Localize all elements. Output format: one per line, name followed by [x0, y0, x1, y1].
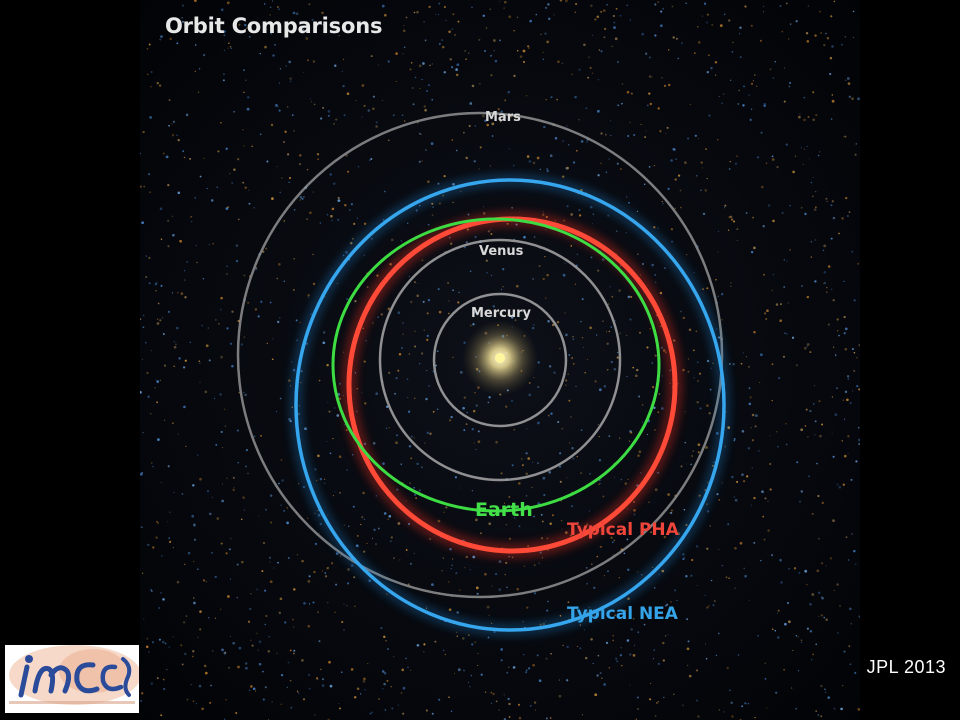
nea-orbit: [294, 178, 726, 632]
venus-orbit: [378, 238, 622, 482]
sun: [495, 353, 505, 363]
label-typical-nea: Typical NEA: [567, 604, 678, 624]
orbit-diagram-svg: [140, 0, 860, 720]
label-mercury: Mercury: [471, 306, 532, 321]
diagram-title: Orbit Comparisons: [165, 14, 383, 38]
image-credit: JPL 2013: [866, 657, 946, 677]
label-earth: Earth: [475, 499, 533, 521]
imcce-logo-icon: [9, 645, 139, 705]
label-typical-pha: Typical PHA: [567, 520, 679, 540]
label-venus: Venus: [479, 244, 524, 259]
imcce-logo: [5, 645, 139, 713]
earth-orbit: [331, 217, 661, 513]
orbit-diagram: Orbit Comparisons Mars Venus Mercury Ear…: [140, 0, 860, 720]
mercury-orbit: [432, 292, 568, 428]
label-mars: Mars: [485, 110, 521, 125]
